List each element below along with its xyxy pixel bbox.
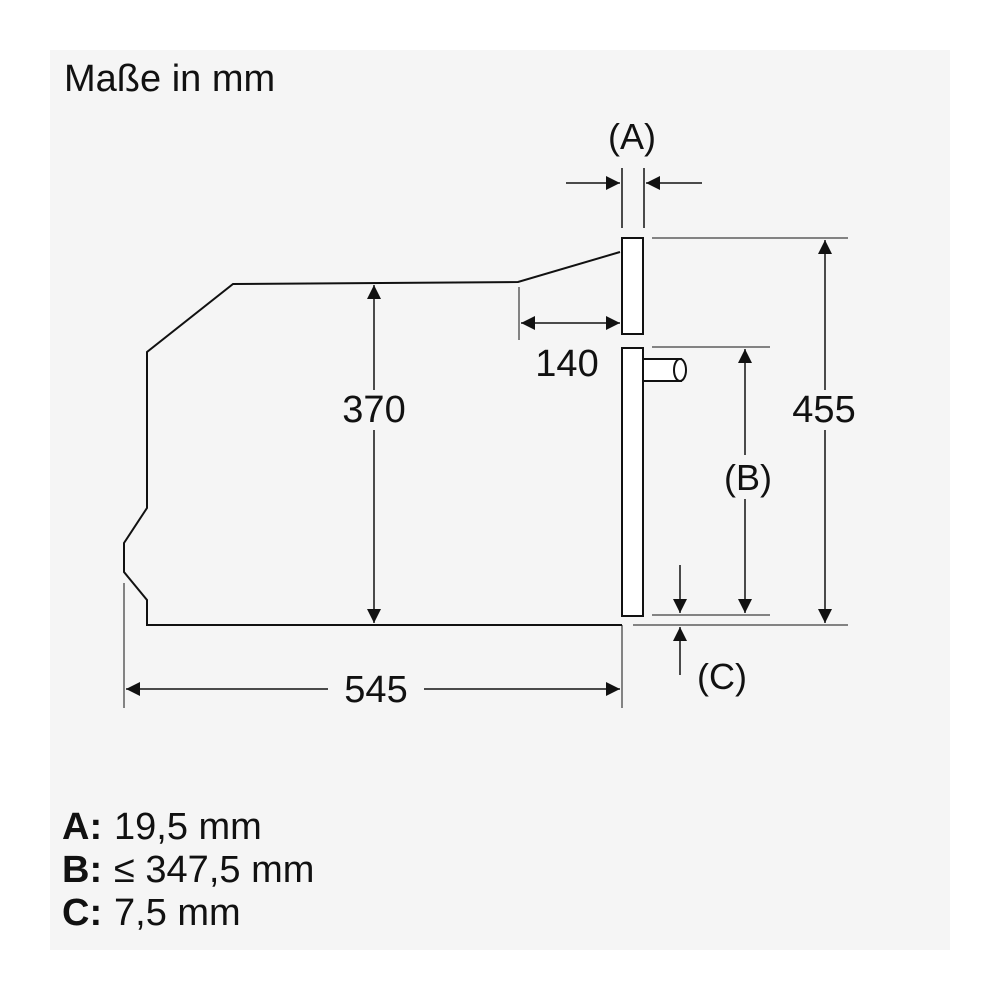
dimension-legend: A: 19,5 mm B: ≤ 347,5 mm C: 7,5 mm	[62, 806, 314, 935]
front-panel-upper	[621, 237, 644, 335]
dimension-total-height-label: 455	[792, 389, 855, 431]
marker-c-label: (C)	[697, 656, 747, 697]
legend-key-c: C:	[62, 892, 103, 934]
control-knob	[642, 358, 687, 382]
dimension-depth-label: 545	[344, 669, 407, 711]
page-title: Maße in mm	[64, 58, 276, 100]
legend-value-b: ≤ 347,5 mm	[114, 849, 315, 891]
appliance-body-outline	[123, 251, 622, 626]
legend-row-a: A: 19,5 mm	[62, 806, 314, 849]
legend-key-a: A:	[62, 806, 103, 848]
dimension-total-height	[633, 237, 848, 626]
dimension-front-depth	[518, 287, 620, 340]
marker-b-label: (B)	[724, 457, 772, 498]
legend-value-c: 7,5 mm	[114, 892, 241, 934]
drawing-panel	[50, 50, 950, 950]
dimension-body-height-label: 370	[342, 389, 405, 431]
legend-value-a: 19,5 mm	[114, 806, 262, 848]
marker-a-label: (A)	[608, 116, 656, 157]
legend-row-c: C: 7,5 mm	[62, 892, 314, 935]
legend-key-b: B:	[62, 849, 103, 891]
front-panel-lower	[621, 347, 644, 617]
dimension-front-depth-label: 140	[535, 343, 598, 385]
dimension-a	[566, 168, 702, 228]
legend-row-b: B: ≤ 347,5 mm	[62, 849, 314, 892]
